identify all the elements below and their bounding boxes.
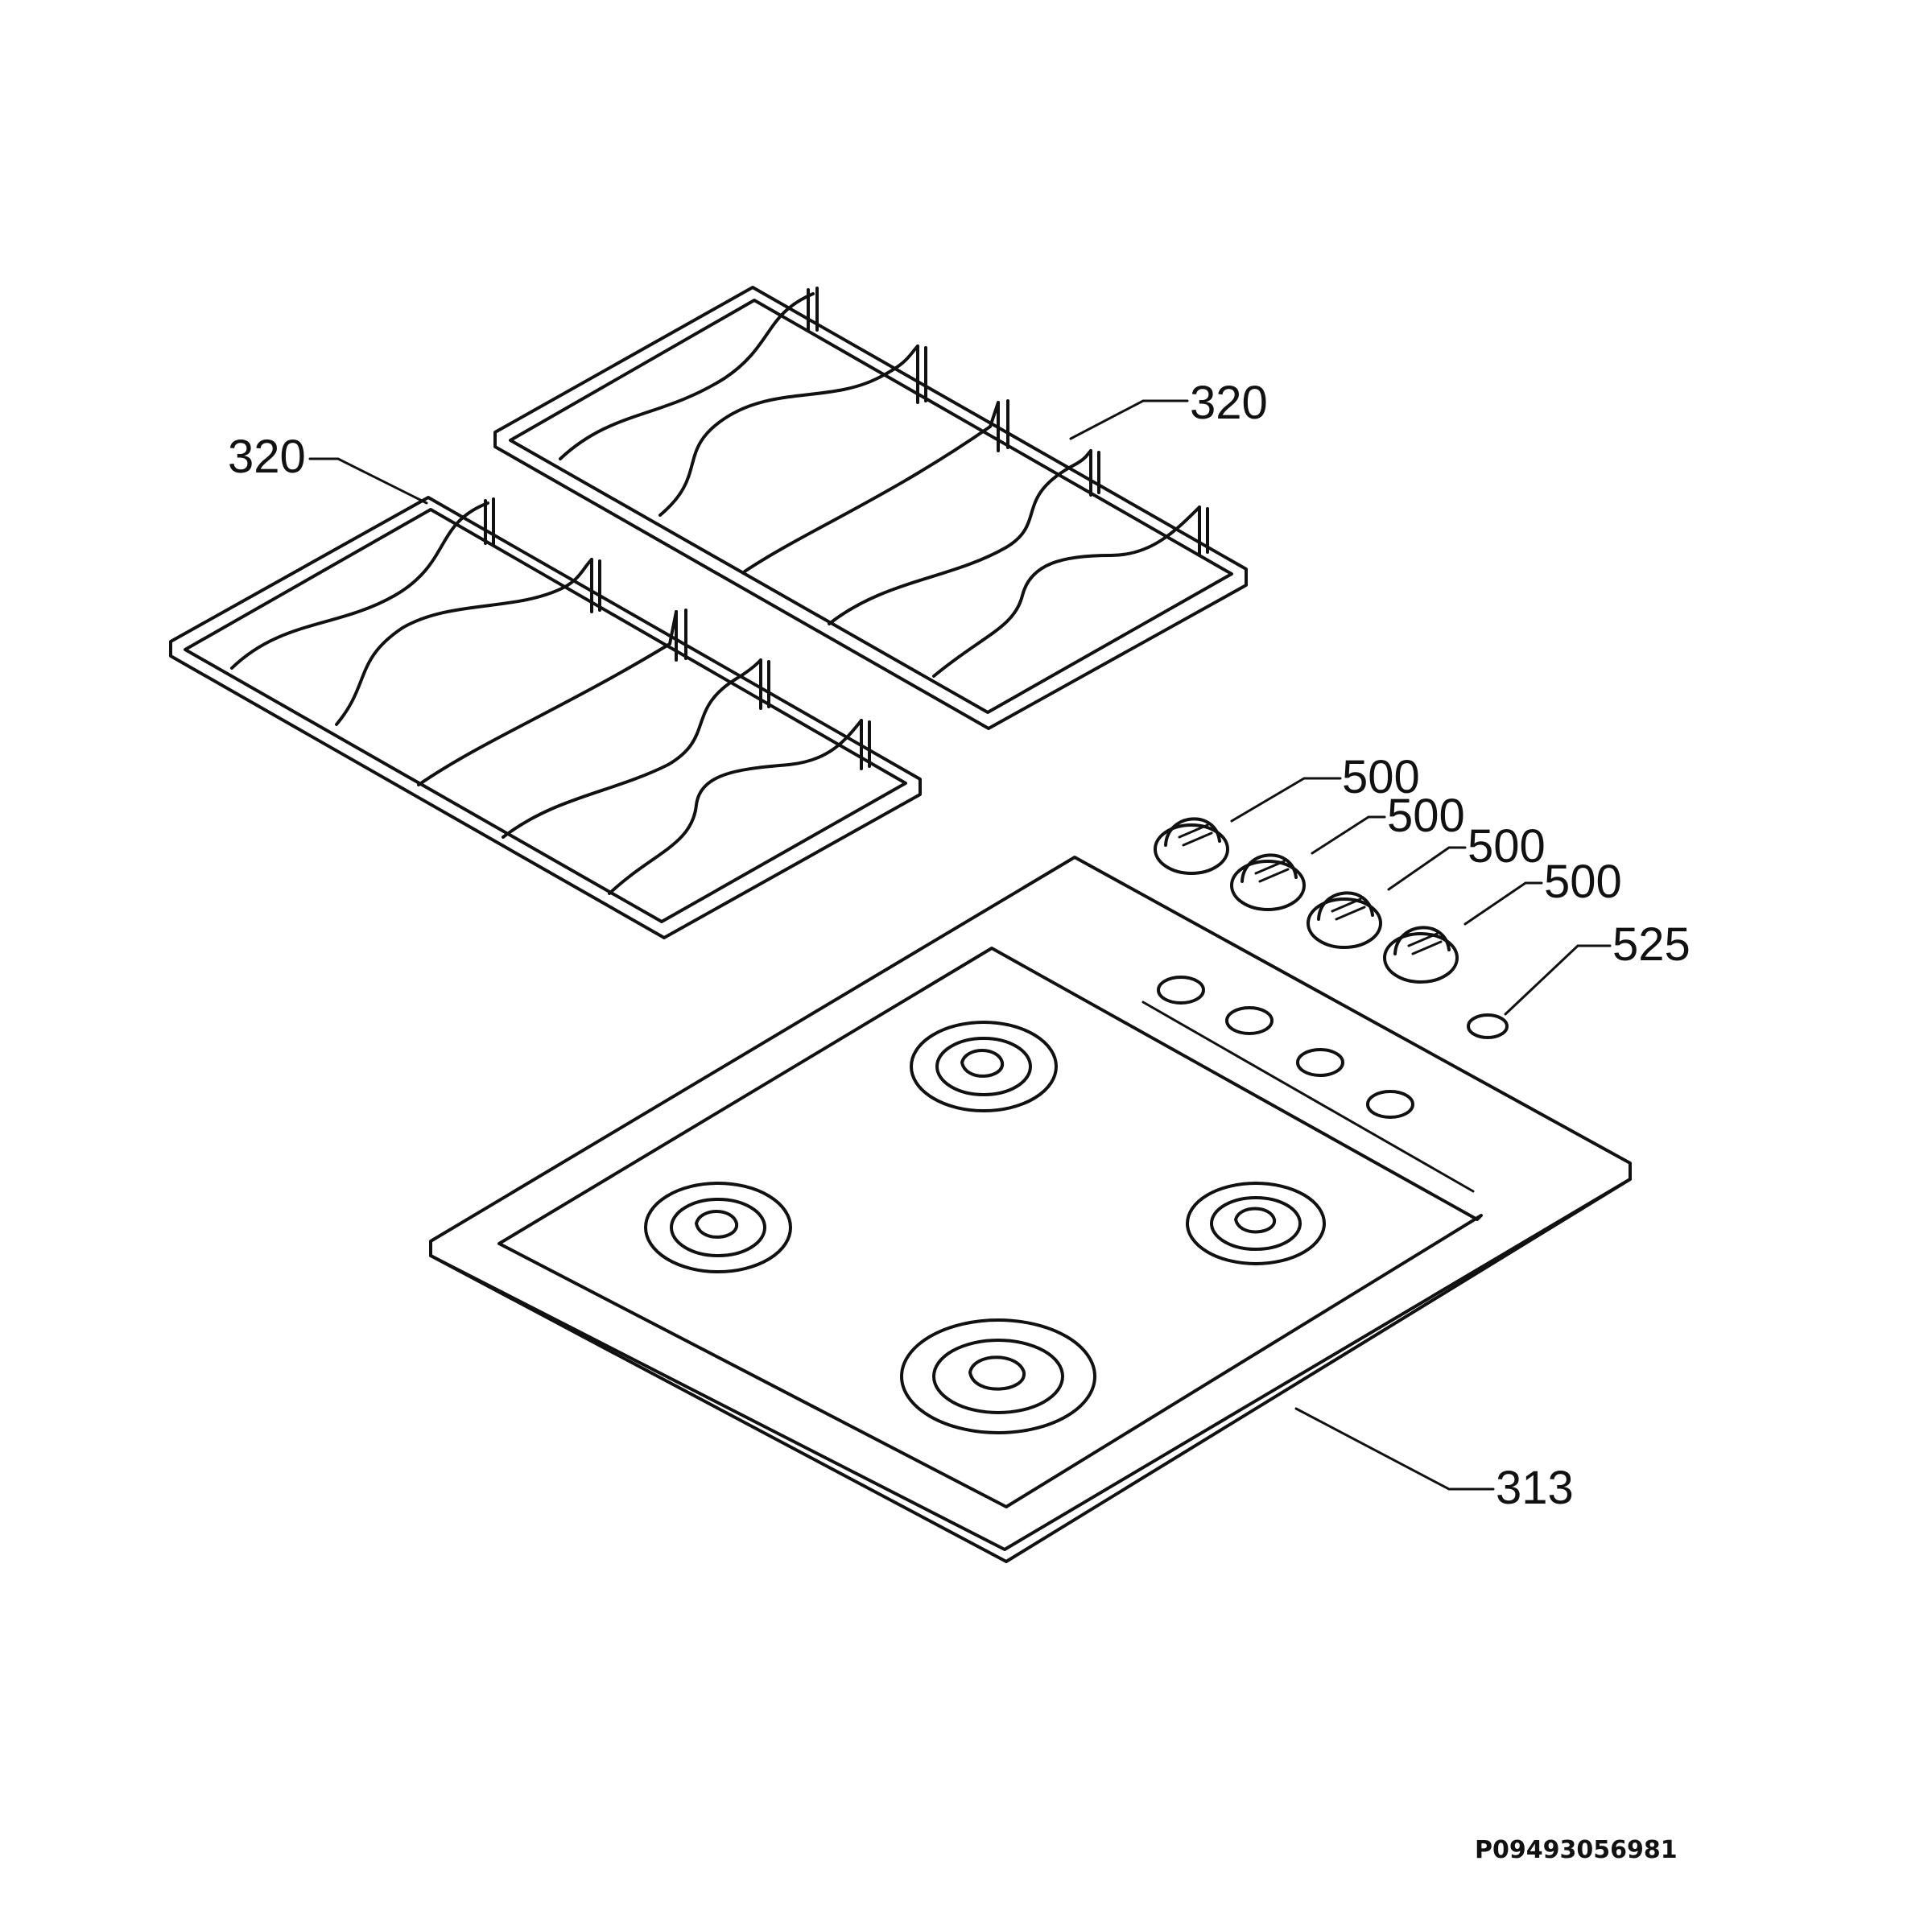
- burner-bottom: [900, 1318, 1096, 1434]
- burner-top: [910, 1021, 1058, 1112]
- pan-support-grid-right: [493, 286, 1248, 730]
- label-grid-right: 320: [1190, 377, 1268, 429]
- drawing-code: P09493056981: [1475, 1836, 1678, 1864]
- label-knob-2: 500: [1387, 790, 1465, 842]
- hob-top-plate: [429, 856, 1632, 1563]
- label-knob-3: 500: [1468, 820, 1546, 873]
- knob-holes: [1157, 976, 1414, 1119]
- control-knobs: [1154, 817, 1459, 984]
- label-grid-left: 320: [228, 431, 306, 483]
- knob-4: [1383, 926, 1459, 984]
- burner-right: [1186, 1182, 1326, 1265]
- pan-support-grid-left: [169, 496, 922, 939]
- label-knob-1: 500: [1342, 751, 1420, 803]
- burner-left: [644, 1182, 792, 1273]
- leader-lines: [308, 399, 1612, 1491]
- label-knob-cap: 525: [1612, 918, 1690, 971]
- knob-cap: [1467, 1013, 1509, 1039]
- knob-3: [1307, 891, 1382, 949]
- knob-2: [1230, 853, 1306, 911]
- knob-1: [1154, 817, 1229, 875]
- label-knob-4: 500: [1544, 856, 1622, 908]
- label-hob-top: 313: [1496, 1462, 1574, 1514]
